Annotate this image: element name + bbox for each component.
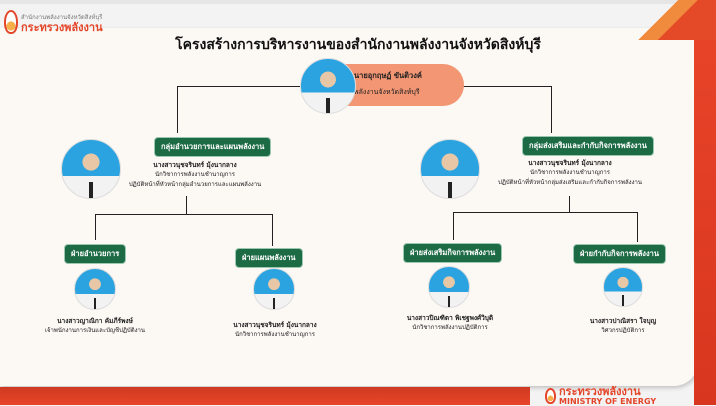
- section-avatar: [253, 268, 295, 310]
- section-avatar: [428, 266, 470, 308]
- corner-decoration: [626, 0, 716, 40]
- section-avatar: [74, 268, 116, 310]
- section-badge: ฝ่ายแผนพลังงาน: [235, 248, 303, 268]
- page-title: โครงสร้างการบริหารงานของสำนักงานพลังงานจ…: [175, 37, 541, 53]
- group-avatar: [420, 139, 480, 199]
- org-name: กระทรวงพลังงาน: [21, 20, 103, 34]
- person-name: นางสาวนุชจรินทร์ มุ้งนากลาง: [153, 161, 237, 169]
- header-logo: สำนักงานพลังงานจังหวัดสิงห์บุรี กระทรวงพ…: [4, 10, 103, 34]
- top-bar: [0, 0, 716, 4]
- section-badge: ฝ่ายส่งเสริมกิจการพลังงาน: [403, 243, 503, 263]
- connector: [637, 212, 638, 242]
- section-info: นางสาวญาณิกา คัมภีร์พงษ์ เจ้าพนักงานการเ…: [15, 316, 175, 336]
- person-position: นักวิชาการพลังงานชำนาญการ: [235, 331, 315, 338]
- group-info: นางสาวนุชจรินทร์ มุ้งนากลาง นักวิชาการพล…: [125, 160, 265, 190]
- group-avatar: [61, 139, 121, 199]
- footer-logo-th: กระทรวงพลังงาน: [559, 385, 641, 398]
- connector: [95, 214, 273, 215]
- flame-logo-icon: [545, 388, 556, 404]
- person-position: เจ้าพนักงานการเงินและบัญชีปฏิบัติงาน: [44, 327, 146, 334]
- connector: [569, 196, 570, 212]
- person-position: นักวิชาการพลังงานปฏิบัติการ: [412, 324, 488, 331]
- person-name: นางสาวปาณิสรา ใจบุญ: [589, 317, 657, 325]
- person-duty: ปฏิบัติหน้าที่หัวหน้ากลุ่มอำนวยการและแผน…: [128, 181, 262, 188]
- section-avatar: [603, 267, 643, 307]
- person-name: นางสาวนุชจรินทร์ มุ้งนากลาง: [233, 321, 317, 329]
- person-position: นักวิชาการพลังงานชำนาญการ: [530, 169, 610, 176]
- connector: [272, 214, 273, 246]
- org-subtitle: สำนักงานพลังงานจังหวัดสิงห์บุรี: [21, 13, 103, 21]
- section-info: นางสาวปิณฑิตา พิเชฐพงศ์วิบุติ นักวิชาการ…: [370, 313, 530, 333]
- side-stripe: [694, 0, 716, 405]
- section-info: นางสาวปาณิสรา ใจบุญ วิศวกรปฏิบัติการ: [543, 316, 703, 336]
- person-name: นางสาวญาณิกา คัมภีร์พงษ์: [57, 317, 133, 325]
- head-position: พลังงานจังหวัดสิงห์บุรี: [354, 88, 420, 96]
- section-badge: ฝ่ายอำนวยการ: [64, 244, 127, 264]
- connector: [177, 86, 178, 133]
- person-name: นางสาวนุชจรินทร์ มุ้งนากลาง: [528, 159, 612, 167]
- head-name: นายอุกฤษฏ์ ขันติวงค์: [354, 71, 422, 80]
- connector: [453, 212, 638, 213]
- group-badge-promotion: กลุ่มส่งเสริมและกำกับกิจการพลังงาน: [522, 136, 654, 156]
- person-position: วิศวกรปฏิบัติการ: [601, 327, 645, 334]
- flame-logo-icon: [4, 10, 18, 34]
- connector: [453, 212, 454, 240]
- person-position: นักวิชาการพลังงานชำนาญการ: [155, 171, 235, 178]
- section-badge: ฝ่ายกำกับกิจการพลังงาน: [573, 244, 666, 264]
- person-duty: ปฏิบัติหน้าที่หัวหน้ากลุ่มส่งเสริมและกำก…: [498, 179, 642, 186]
- connector: [186, 196, 187, 214]
- footer-logo-en: MINISTRY OF ENERGY: [559, 397, 657, 406]
- section-info: นางสาวนุชจรินทร์ มุ้งนากลาง นักวิชาการพล…: [195, 320, 355, 340]
- head-avatar: [300, 58, 356, 114]
- person-name: นางสาวปิณฑิตา พิเชฐพงศ์วิบุติ: [406, 314, 494, 322]
- group-info: นางสาวนุชจรินทร์ มุ้งนากลาง นักวิชาการพล…: [490, 158, 650, 188]
- connector: [95, 214, 96, 240]
- footer-logo: กระทรวงพลังงาน MINISTRY OF ENERGY: [545, 386, 656, 406]
- group-badge-admin: กลุ่มอำนวยการและแผนพลังงาน: [154, 137, 272, 157]
- connector: [551, 86, 552, 133]
- bottom-bar: [0, 387, 530, 405]
